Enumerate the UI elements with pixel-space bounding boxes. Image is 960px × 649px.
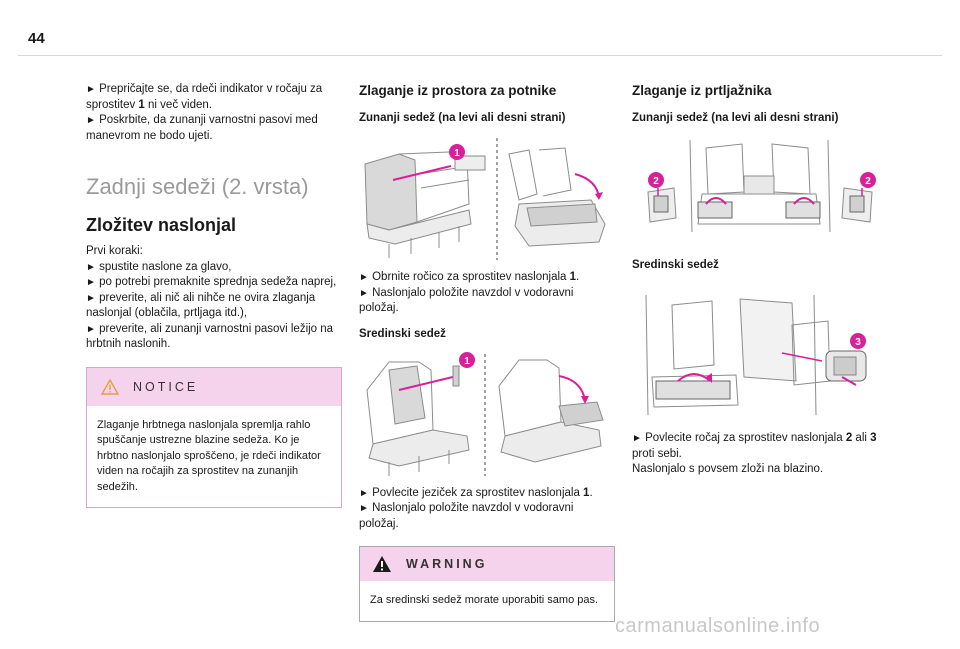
- outer-step-2: ► Naslonjalo položite navzdol v vodoravn…: [359, 286, 574, 315]
- passenger-fold-title: Zlaganje iz prostora za potnike: [359, 83, 557, 98]
- trunk-outer-subtitle: Zunanji sedež (na levi ali desni strani): [632, 112, 839, 124]
- intro-line-1: ► Prepričajte se, da rdeči indikator v r…: [86, 83, 323, 111]
- notice-body: Zlaganje hrbtnega naslonjala spremlja ra…: [97, 418, 321, 493]
- outer-seat-illustration: 1: [364, 138, 606, 260]
- bullet-arrow-icon: ►: [359, 503, 369, 514]
- step-item: ► preverite, ali nič ali nihče ne ovira …: [86, 291, 316, 320]
- watermark: carmanualsonline.info: [615, 615, 821, 637]
- center-seat-illustration: 1: [366, 351, 604, 476]
- warning-triangle-icon: [373, 556, 391, 572]
- first-steps-label: Prvi koraki:: [86, 245, 143, 257]
- step-item: ► spustite naslone za glavo,: [86, 260, 232, 273]
- warning-label: WARNING: [406, 557, 488, 571]
- center-step-2: ► Naslonjalo položite navzdol v vodoravn…: [359, 502, 574, 530]
- callout-1-center: 1: [464, 356, 470, 367]
- bullet-arrow-icon: ►: [359, 287, 369, 299]
- warning-body: Za sredinski sedež morate uporabiti samo…: [370, 594, 599, 606]
- outer-step-1: ► Obrnite ročico za sprostitev naslonjal…: [359, 271, 580, 283]
- notice-header: NOTICE: [87, 367, 341, 406]
- warning-triangle-icon: [101, 378, 119, 395]
- page-number: 44: [28, 30, 45, 47]
- center-step-1: ► Povlecite jeziček za sprostitev naslon…: [359, 486, 593, 499]
- bullet-arrow-icon: ►: [86, 277, 96, 288]
- callout-1: 1: [454, 148, 460, 159]
- column-3: Zlaganje iz prtljažnika Zunanji sedež (n…: [632, 82, 888, 478]
- trunk-fold-title: Zlaganje iz prtljažnika: [632, 83, 772, 98]
- bullet-arrow-icon: ►: [359, 272, 369, 283]
- callout-2-left: 2: [653, 176, 659, 187]
- outer-seat-subtitle: Zunanji sedež (na levi ali desni strani): [359, 112, 566, 124]
- trunk-center-subtitle: Sredinski sedež: [632, 259, 719, 271]
- trunk-step-1: ► Povlecite ročaj za sprostitev naslonja…: [632, 432, 877, 460]
- bullet-arrow-icon: ►: [86, 261, 96, 273]
- notice-label: NOTICE: [133, 379, 199, 394]
- section-title: Zložitev naslonjal: [86, 215, 237, 235]
- center-seat-subtitle: Sredinski sedež: [359, 327, 446, 340]
- column-2: Zlaganje iz prostora za potnike Zunanji …: [359, 82, 615, 622]
- bullet-arrow-icon: ►: [86, 115, 96, 126]
- intro-line-2: ► Poskrbite, da zunanji varnostni pasovi…: [86, 114, 318, 142]
- trunk-step-2: Naslonjalo s povsem zloži na blazino.: [632, 463, 824, 475]
- warning-box: WARNING Za sredinski sedež morate uporab…: [359, 546, 615, 622]
- notice-box: NOTICE Zlaganje hrbtnega naslonjala spre…: [86, 366, 342, 508]
- bullet-arrow-icon: ►: [632, 433, 642, 444]
- bullet-arrow-icon: ►: [359, 487, 369, 499]
- step-item: ► po potrebi premaknite sprednja sedeža …: [86, 276, 337, 288]
- callout-2-right: 2: [865, 176, 871, 187]
- step-item: ► preverite, ali zunanji varnostni pasov…: [86, 322, 334, 351]
- chapter-title: Zadnji sedeži (2. vrsta): [86, 174, 309, 199]
- warning-header: WARNING: [360, 547, 614, 581]
- trunk-outer-illustration: 2 2: [647, 139, 876, 233]
- callout-3: 3: [855, 337, 861, 348]
- bullet-arrow-icon: ►: [86, 84, 96, 95]
- bullet-arrow-icon: ►: [86, 323, 96, 335]
- top-divider: [18, 55, 942, 56]
- trunk-center-illustration: 3: [645, 294, 867, 416]
- column-1: ► Prepričajte se, da rdeči indikator v r…: [86, 82, 342, 508]
- bullet-arrow-icon: ►: [86, 292, 96, 304]
